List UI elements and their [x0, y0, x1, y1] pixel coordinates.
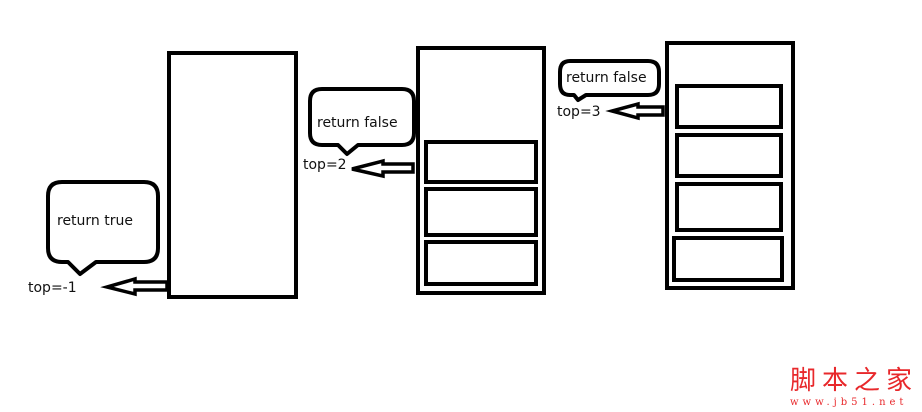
top-label: top=-1: [28, 280, 77, 296]
bubble-text: return true: [57, 213, 133, 229]
watermark-title: 脚本之家: [790, 366, 919, 396]
arrow-left-icon: [605, 101, 665, 121]
bubble-text: return false: [566, 70, 647, 86]
stack-slot: [675, 84, 783, 129]
stack-slot: [672, 236, 784, 282]
arrow-left-icon: [351, 158, 415, 179]
speech-bubble: [46, 180, 160, 276]
stack-slot: [424, 140, 538, 184]
stack-slot: [424, 187, 538, 237]
stack-slot: [675, 133, 783, 178]
top-label: top=3: [557, 104, 601, 120]
top-label: top=2: [303, 157, 347, 173]
watermark-logo: 脚本之家 www.jb51.net: [790, 360, 918, 408]
stack-slot: [675, 182, 783, 232]
stack-state-empty: return true top=-1: [28, 51, 298, 299]
stack-slot: [424, 240, 538, 286]
speech-bubble: [558, 59, 661, 102]
watermark-url: www.jb51.net: [790, 397, 908, 408]
arrow-left-icon: [100, 276, 169, 297]
speech-bubble: [308, 87, 416, 156]
stack-container: [167, 51, 298, 299]
bubble-text: return false: [317, 115, 398, 131]
stack-container: [416, 46, 546, 295]
stack-state-full: return false top=3: [557, 41, 795, 290]
stack-state-partial: return false top=2: [303, 46, 546, 295]
stack-container: [665, 41, 795, 290]
